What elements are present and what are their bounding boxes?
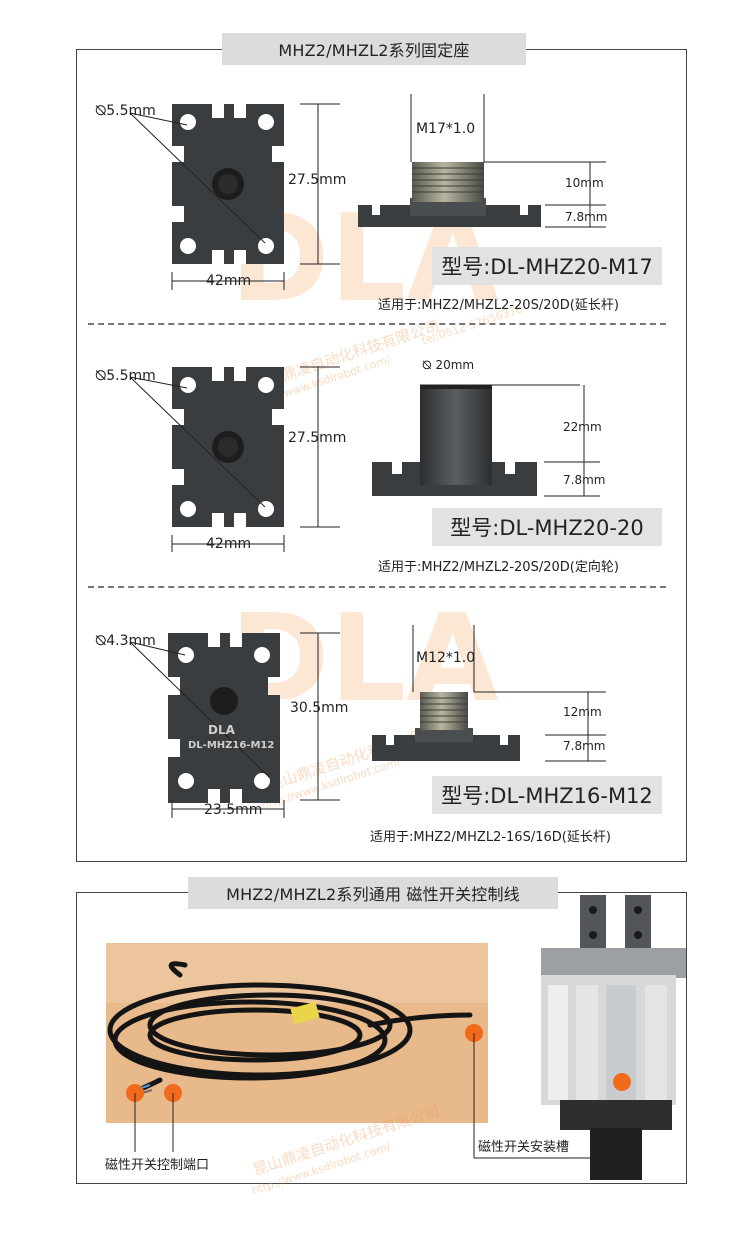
plate-height-1: 27.5mm	[288, 172, 347, 188]
tube-diameter-2: ⦰ 20mm	[422, 358, 475, 372]
plate-width-1: 42mm	[206, 273, 252, 289]
mount-plate-1	[172, 104, 284, 264]
dim-upper-2: 22mm	[563, 420, 602, 434]
section2-title: MHZ2/MHZL2系列通用 磁性开关控制线	[188, 877, 558, 909]
cable-photo	[106, 943, 488, 1123]
plate-height-2: 27.5mm	[288, 430, 347, 446]
plate-engraving-model: DL-MHZ16-M12	[188, 740, 275, 751]
gripper-photo	[541, 895, 686, 1180]
apply-note-2: 适用于:MHZ2/MHZL2-20S/20D(定向轮)	[378, 560, 619, 575]
thread-spec-1: M17*1.0	[416, 121, 476, 137]
dim-lower-2: 7.8mm	[563, 473, 606, 487]
model-number-2: 型号:DL-MHZ20-20	[432, 508, 662, 546]
divider	[88, 586, 666, 588]
thread-spec-3: M12*1.0	[416, 650, 476, 666]
plate-width-3: 23.5mm	[204, 802, 263, 818]
dim-lower-3: 7.8mm	[563, 739, 606, 753]
dim-upper-3: 12mm	[563, 705, 602, 719]
plate-width-2: 42mm	[206, 536, 252, 552]
mount-side-1	[358, 162, 541, 227]
apply-note-1: 适用于:MHZ2/MHZL2-20S/20D(延长杆)	[378, 298, 619, 313]
marker	[613, 1073, 631, 1091]
hole-diameter-3: ⦰4.3mm	[95, 633, 156, 649]
caption-install-slot: 磁性开关安装槽	[478, 1140, 570, 1155]
model-number-1: 型号:DL-MHZ20-M17	[432, 247, 662, 285]
mount-side-2	[372, 385, 537, 496]
section1-title: MHZ2/MHZL2系列固定座	[222, 33, 526, 65]
hole-diameter-1: ⦰5.5mm	[95, 103, 156, 119]
mount-plate-2	[172, 367, 284, 527]
plate-height-3: 30.5mm	[290, 700, 349, 716]
dim-lower-1: 7.8mm	[565, 210, 608, 224]
caption-control-port: 磁性开关控制端口	[105, 1158, 210, 1173]
hole-diameter-2: ⦰5.5mm	[95, 368, 156, 384]
apply-note-3: 适用于:MHZ2/MHZL2-16S/16D(延长杆)	[370, 830, 611, 845]
dim-upper-1: 10mm	[565, 176, 604, 190]
model-number-3: 型号:DL-MHZ16-M12	[432, 776, 662, 814]
plate-engraving-logo: DLA	[208, 723, 235, 737]
mount-side-3	[372, 692, 520, 761]
divider	[88, 323, 666, 325]
